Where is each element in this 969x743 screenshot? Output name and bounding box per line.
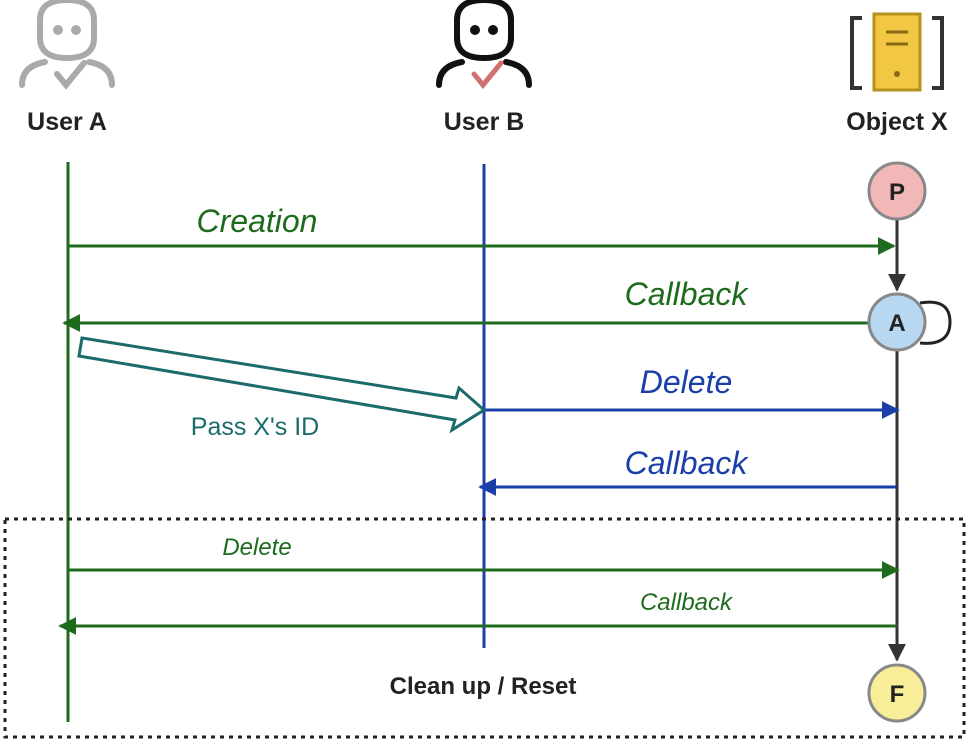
actor-user-b: User B xyxy=(436,0,532,136)
state-label: F xyxy=(890,681,905,708)
message-delete-user-b: Delete xyxy=(484,364,900,419)
message-callback-final: Callback xyxy=(58,589,897,635)
pass-id-arrow: Pass X's ID xyxy=(77,336,487,441)
pass-id-label: Pass X's ID xyxy=(191,413,319,441)
message-label: Callback xyxy=(625,445,750,481)
message-delete-user-a: Delete xyxy=(68,534,900,579)
check-icon xyxy=(471,60,504,89)
message-label: Callback xyxy=(625,276,750,312)
actor-label-object-x: Object X xyxy=(846,108,948,136)
server-icon xyxy=(850,12,944,92)
message-label: Delete xyxy=(640,364,733,400)
state-label: A xyxy=(888,310,905,337)
cleanup-frame-label: Clean up / Reset xyxy=(390,673,577,700)
user-icon xyxy=(436,0,532,88)
actor-label-user-b: User B xyxy=(444,108,525,136)
message-label: Callback xyxy=(640,589,734,616)
actor-user-a: User A xyxy=(19,0,115,136)
message-creation: Creation xyxy=(68,203,896,255)
actor-object-x: Object X xyxy=(846,12,948,136)
message-callback-to-user-a: Callback xyxy=(62,276,876,332)
message-callback-to-user-b: Callback xyxy=(478,445,897,496)
state-p: P xyxy=(867,161,927,221)
actor-label-user-a: User A xyxy=(27,108,107,136)
cleanup-frame xyxy=(3,517,966,739)
self-loop-arrow xyxy=(919,300,952,345)
message-label: Creation xyxy=(197,203,318,239)
state-label: P xyxy=(889,179,905,206)
state-f: F xyxy=(867,663,927,723)
user-icon xyxy=(19,0,115,90)
message-label: Delete xyxy=(222,534,291,561)
state-a: A xyxy=(867,292,927,352)
